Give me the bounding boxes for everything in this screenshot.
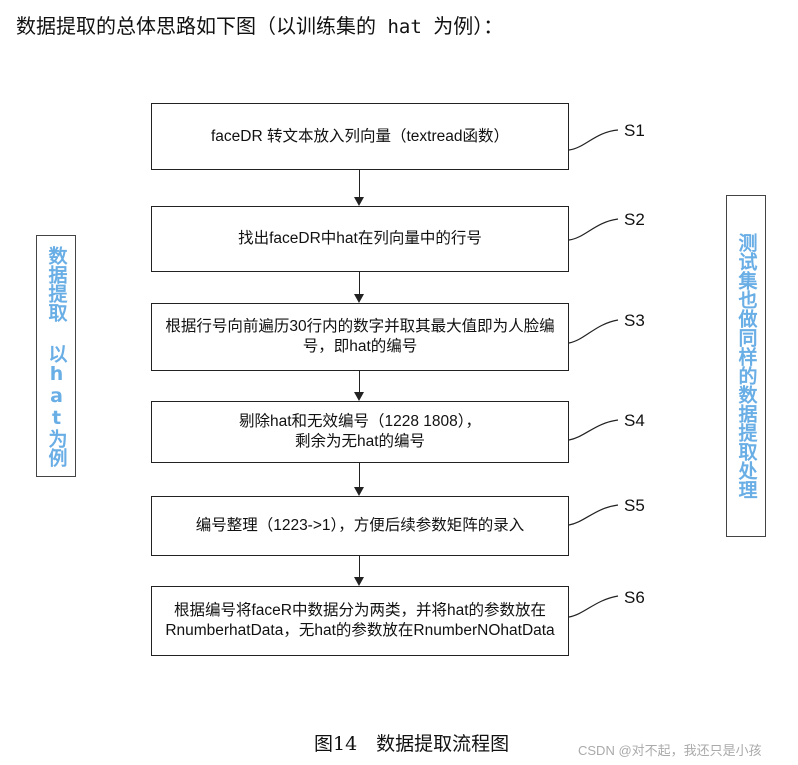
step-text-s4: 剔除hat和无效编号（1228 1808），剩余为无hat的编号 [238,413,482,450]
connector-s4 [568,419,619,441]
watermark: CSDN @对不起，我还只是小孩 [578,743,762,758]
step-label-s4: S4 [624,411,645,430]
step-text-s1: faceDR 转文本放入列向量（textread函数） [211,127,509,145]
step-box-s6: 根据编号将faceR中数据分为两类，并将hat的参数放在RnumberhatDa… [151,586,569,656]
step-box-s1: faceDR 转文本放入列向量（textread函数） [151,103,569,170]
step-text-s6: 根据编号将faceR中数据分为两类，并将hat的参数放在RnumberhatDa… [165,602,555,639]
title-prefix: 数据提取的总体思路如下图（以训练集的 [16,14,376,38]
step-label-s6: S6 [624,588,645,607]
step-box-s5: 编号整理（1223->1），方便后续参数矩阵的录入 [151,496,569,556]
page-title: 数据提取的总体思路如下图（以训练集的 hat 为例）： [16,10,503,39]
title-suffix: 为例）： [433,14,504,38]
step-text-s5: 编号整理（1223->1），方便后续参数矩阵的录入 [195,517,525,534]
arrow-s5-s6 [354,556,364,586]
arrow-s3-s4 [354,371,364,401]
step-box-s4: 剔除hat和无效编号（1228 1808），剩余为无hat的编号 [151,401,569,463]
connector-s6 [568,595,619,618]
arrow-s4-s5 [354,463,364,496]
connector-s5 [568,504,619,526]
connector-s2 [568,218,619,241]
left-note-text: 数据提取 以hat为例 [45,245,68,467]
arrow-s2-s3 [354,272,364,303]
step-text-s3: 根据行号向前遍历30行内的数字并取其最大值即为人脸编号，即hat的编号 [165,318,555,355]
right-note: 测试集也做同样的数据提取处理 [726,195,766,537]
step-label-s5: S5 [624,496,645,515]
step-box-s3: 根据行号向前遍历30行内的数字并取其最大值即为人脸编号，即hat的编号 [151,303,569,371]
step-label-s3: S3 [624,311,645,330]
figure-caption: 图14 数据提取流程图 [314,733,510,755]
step-label-s2: S2 [624,210,645,229]
connector-s3 [568,319,619,344]
right-note-text: 测试集也做同样的数据提取处理 [735,233,758,499]
step-box-s2: 找出faceDR中hat在列向量中的行号 [151,206,569,272]
connector-s1 [568,129,619,151]
step-label-s1: S1 [624,121,645,140]
left-note: 数据提取 以hat为例 [36,235,76,477]
arrow-s1-s2 [354,170,364,206]
title-code: hat [376,16,434,38]
step-text-s2: 找出faceDR中hat在列向量中的行号 [238,230,482,247]
